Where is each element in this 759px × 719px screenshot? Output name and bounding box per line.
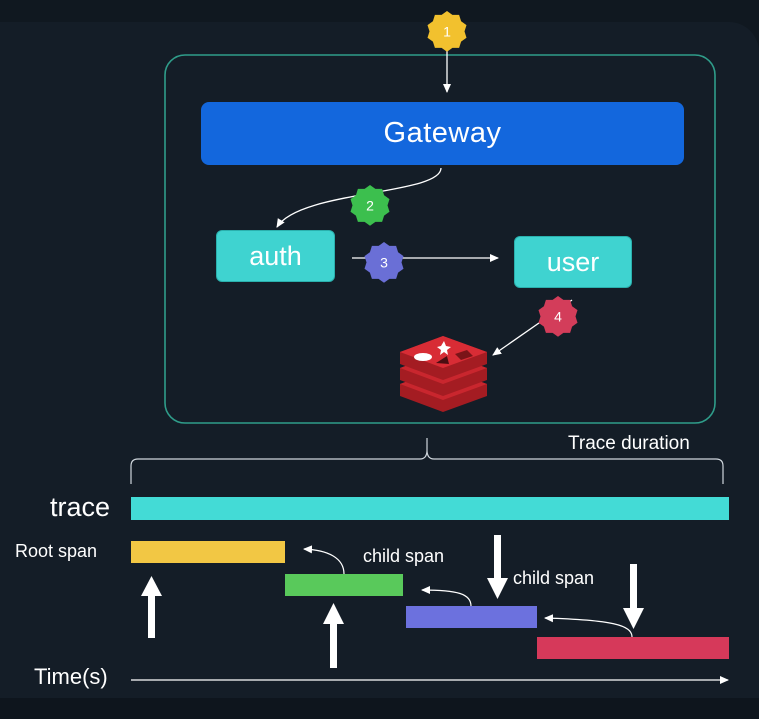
time-axis-label: Time(s) bbox=[34, 664, 108, 689]
gateway-service: Gateway bbox=[201, 102, 684, 165]
child-span-bar-auth bbox=[285, 574, 403, 596]
step-badge-1-number: 1 bbox=[443, 24, 451, 40]
bottom-strip bbox=[0, 698, 759, 719]
user-service: user bbox=[514, 236, 632, 288]
step-badge-2: 2 bbox=[350, 185, 390, 226]
step-badge-3-number: 3 bbox=[380, 255, 388, 271]
root-span-bar bbox=[131, 541, 285, 563]
step-badge-4: 4 bbox=[538, 296, 578, 337]
child-span-bar-database bbox=[537, 637, 729, 659]
child-span-label-2: child span bbox=[513, 568, 595, 588]
span-end-arrow-user bbox=[487, 535, 508, 599]
span-start-arrow-auth bbox=[323, 603, 344, 668]
redis-database-icon bbox=[400, 336, 487, 412]
step-badge-3: 3 bbox=[364, 242, 404, 283]
database-span-parent-link bbox=[544, 614, 633, 638]
step-badge-2-number: 2 bbox=[366, 198, 374, 214]
child-span-label-1: child span bbox=[363, 546, 445, 566]
user-span-parent-link bbox=[421, 586, 472, 607]
span-end-arrow-database bbox=[623, 564, 644, 629]
child-span-bar-user bbox=[406, 606, 537, 628]
trace-duration-label: Trace duration bbox=[568, 433, 690, 454]
trace-duration-brace bbox=[130, 449, 724, 484]
root-span-label: Root span bbox=[15, 541, 98, 561]
step-badge-1: 1 bbox=[427, 11, 467, 52]
system-frame bbox=[164, 54, 716, 424]
auth-service: auth bbox=[216, 230, 335, 282]
trace-bar bbox=[131, 497, 729, 520]
step-badge-4-number: 4 bbox=[554, 309, 562, 325]
child-to-root-link bbox=[303, 545, 345, 575]
trace-label: trace bbox=[50, 492, 111, 522]
span-start-arrow-root bbox=[141, 576, 162, 638]
